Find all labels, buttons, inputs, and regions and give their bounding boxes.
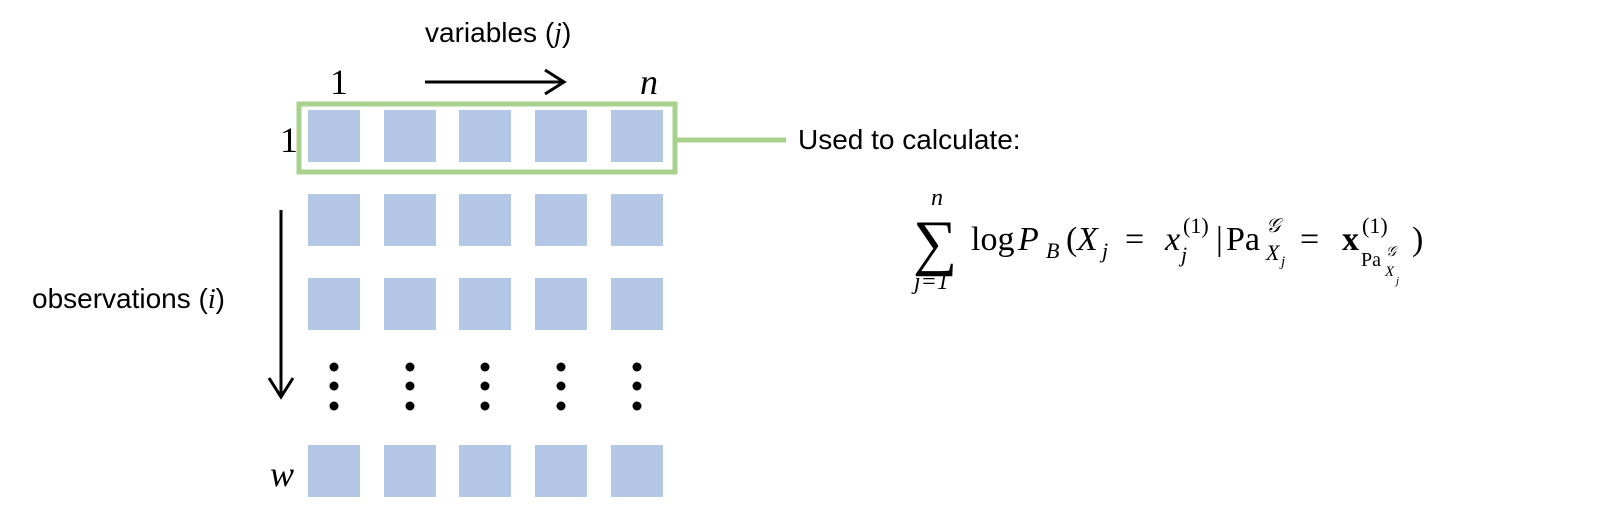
grid-cell-row-1-col-1	[308, 110, 360, 162]
ellipsis-dot-col-5-1	[632, 362, 642, 372]
grid-cell-row-2-col-1	[308, 194, 360, 246]
x-superscript: (1)	[1183, 213, 1209, 238]
ellipsis-row	[329, 362, 642, 411]
conditional-bar: |	[1216, 221, 1223, 258]
grid-cell-row-w-col-2	[384, 445, 436, 497]
sum-lower-limit: j=1	[911, 269, 949, 295]
grid-cell-row-2-col-4	[535, 194, 587, 246]
X-symbol: X	[1075, 221, 1099, 258]
grid-cell-row-1-col-4	[535, 110, 587, 162]
X-subscript-j: j	[1099, 238, 1108, 263]
ellipsis-dot-col-1-2	[329, 381, 339, 391]
x-symbol: x	[1164, 221, 1180, 258]
row-index-last: w	[270, 454, 294, 494]
column-index-first: 1	[330, 62, 348, 102]
grid-cell-row-w-col-3	[459, 445, 511, 497]
grid-cell-row-1-col-2	[384, 110, 436, 162]
variables-label: variables (j)	[425, 17, 571, 49]
ellipsis-dot-col-3-3	[480, 401, 490, 411]
grid-cell-row-3-col-4	[535, 278, 587, 330]
grid-cell-row-w-col-1	[308, 445, 360, 497]
callout-label: Used to calculate:	[798, 124, 1021, 155]
equals-1: =	[1125, 221, 1144, 258]
bold-x-subscript-X-j: j	[1394, 275, 1399, 287]
grid-cell-row-1-col-3	[459, 110, 511, 162]
observations-arrow	[267, 210, 295, 400]
bold-x-subscript-G: 𝒢	[1386, 245, 1398, 260]
grid-cell-row-2-col-2	[384, 194, 436, 246]
row-index-first: 1	[280, 120, 298, 160]
observations-label: observations (i)	[32, 283, 225, 315]
grid-cell-row-2-col-5	[611, 194, 663, 246]
data-grid	[308, 110, 663, 497]
grid-cell-row-3-col-2	[384, 278, 436, 330]
ellipsis-dot-col-3-2	[480, 381, 490, 391]
Pa-text: Pa	[1226, 221, 1260, 258]
ellipsis-dot-col-1-1	[329, 362, 339, 372]
Pa-subscript-X: X	[1265, 240, 1281, 265]
Pa-superscript-G: 𝒢	[1266, 215, 1284, 237]
ellipsis-dot-col-5-3	[632, 401, 642, 411]
bold-x-subscript-X: X	[1384, 264, 1395, 280]
ellipsis-dot-col-4-3	[556, 401, 566, 411]
grid-cell-row-3-col-3	[459, 278, 511, 330]
ellipsis-dot-col-4-1	[556, 362, 566, 372]
Pa-subscript-X-j: j	[1279, 254, 1285, 270]
ellipsis-dot-col-3-1	[480, 362, 490, 372]
bold-x: x	[1342, 221, 1359, 258]
bold-x-subscript-Pa: Pa	[1361, 249, 1381, 271]
B-subscript: B	[1046, 238, 1059, 263]
P-symbol: P	[1017, 221, 1039, 258]
ellipsis-dot-col-2-2	[405, 381, 415, 391]
ellipsis-dot-col-5-2	[632, 381, 642, 391]
x-subscript-j: j	[1178, 242, 1187, 267]
grid-cell-row-w-col-5	[611, 445, 663, 497]
column-index-last: n	[640, 62, 658, 102]
grid-cell-row-w-col-4	[535, 445, 587, 497]
sum-symbol: ∑	[913, 209, 957, 277]
grid-cell-row-3-col-1	[308, 278, 360, 330]
grid-cell-row-2-col-3	[459, 194, 511, 246]
ellipsis-dot-col-4-2	[556, 381, 566, 391]
equals-2: =	[1300, 221, 1319, 258]
open-paren: (	[1066, 221, 1077, 258]
ellipsis-dot-col-2-3	[405, 401, 415, 411]
grid-cell-row-1-col-5	[611, 110, 663, 162]
grid-cell-row-3-col-5	[611, 278, 663, 330]
close-paren: )	[1412, 221, 1423, 258]
ellipsis-dot-col-2-1	[405, 362, 415, 372]
log-likelihood-formula: n ∑ j=1 log P B ( X j = x (1) j | Pa 𝒢 X…	[911, 185, 1423, 295]
ellipsis-dot-col-1-3	[329, 401, 339, 411]
sum-upper-limit: n	[931, 185, 943, 211]
variables-arrow	[425, 68, 567, 96]
bold-x-superscript: (1)	[1362, 213, 1388, 238]
log-text: log	[971, 221, 1014, 258]
